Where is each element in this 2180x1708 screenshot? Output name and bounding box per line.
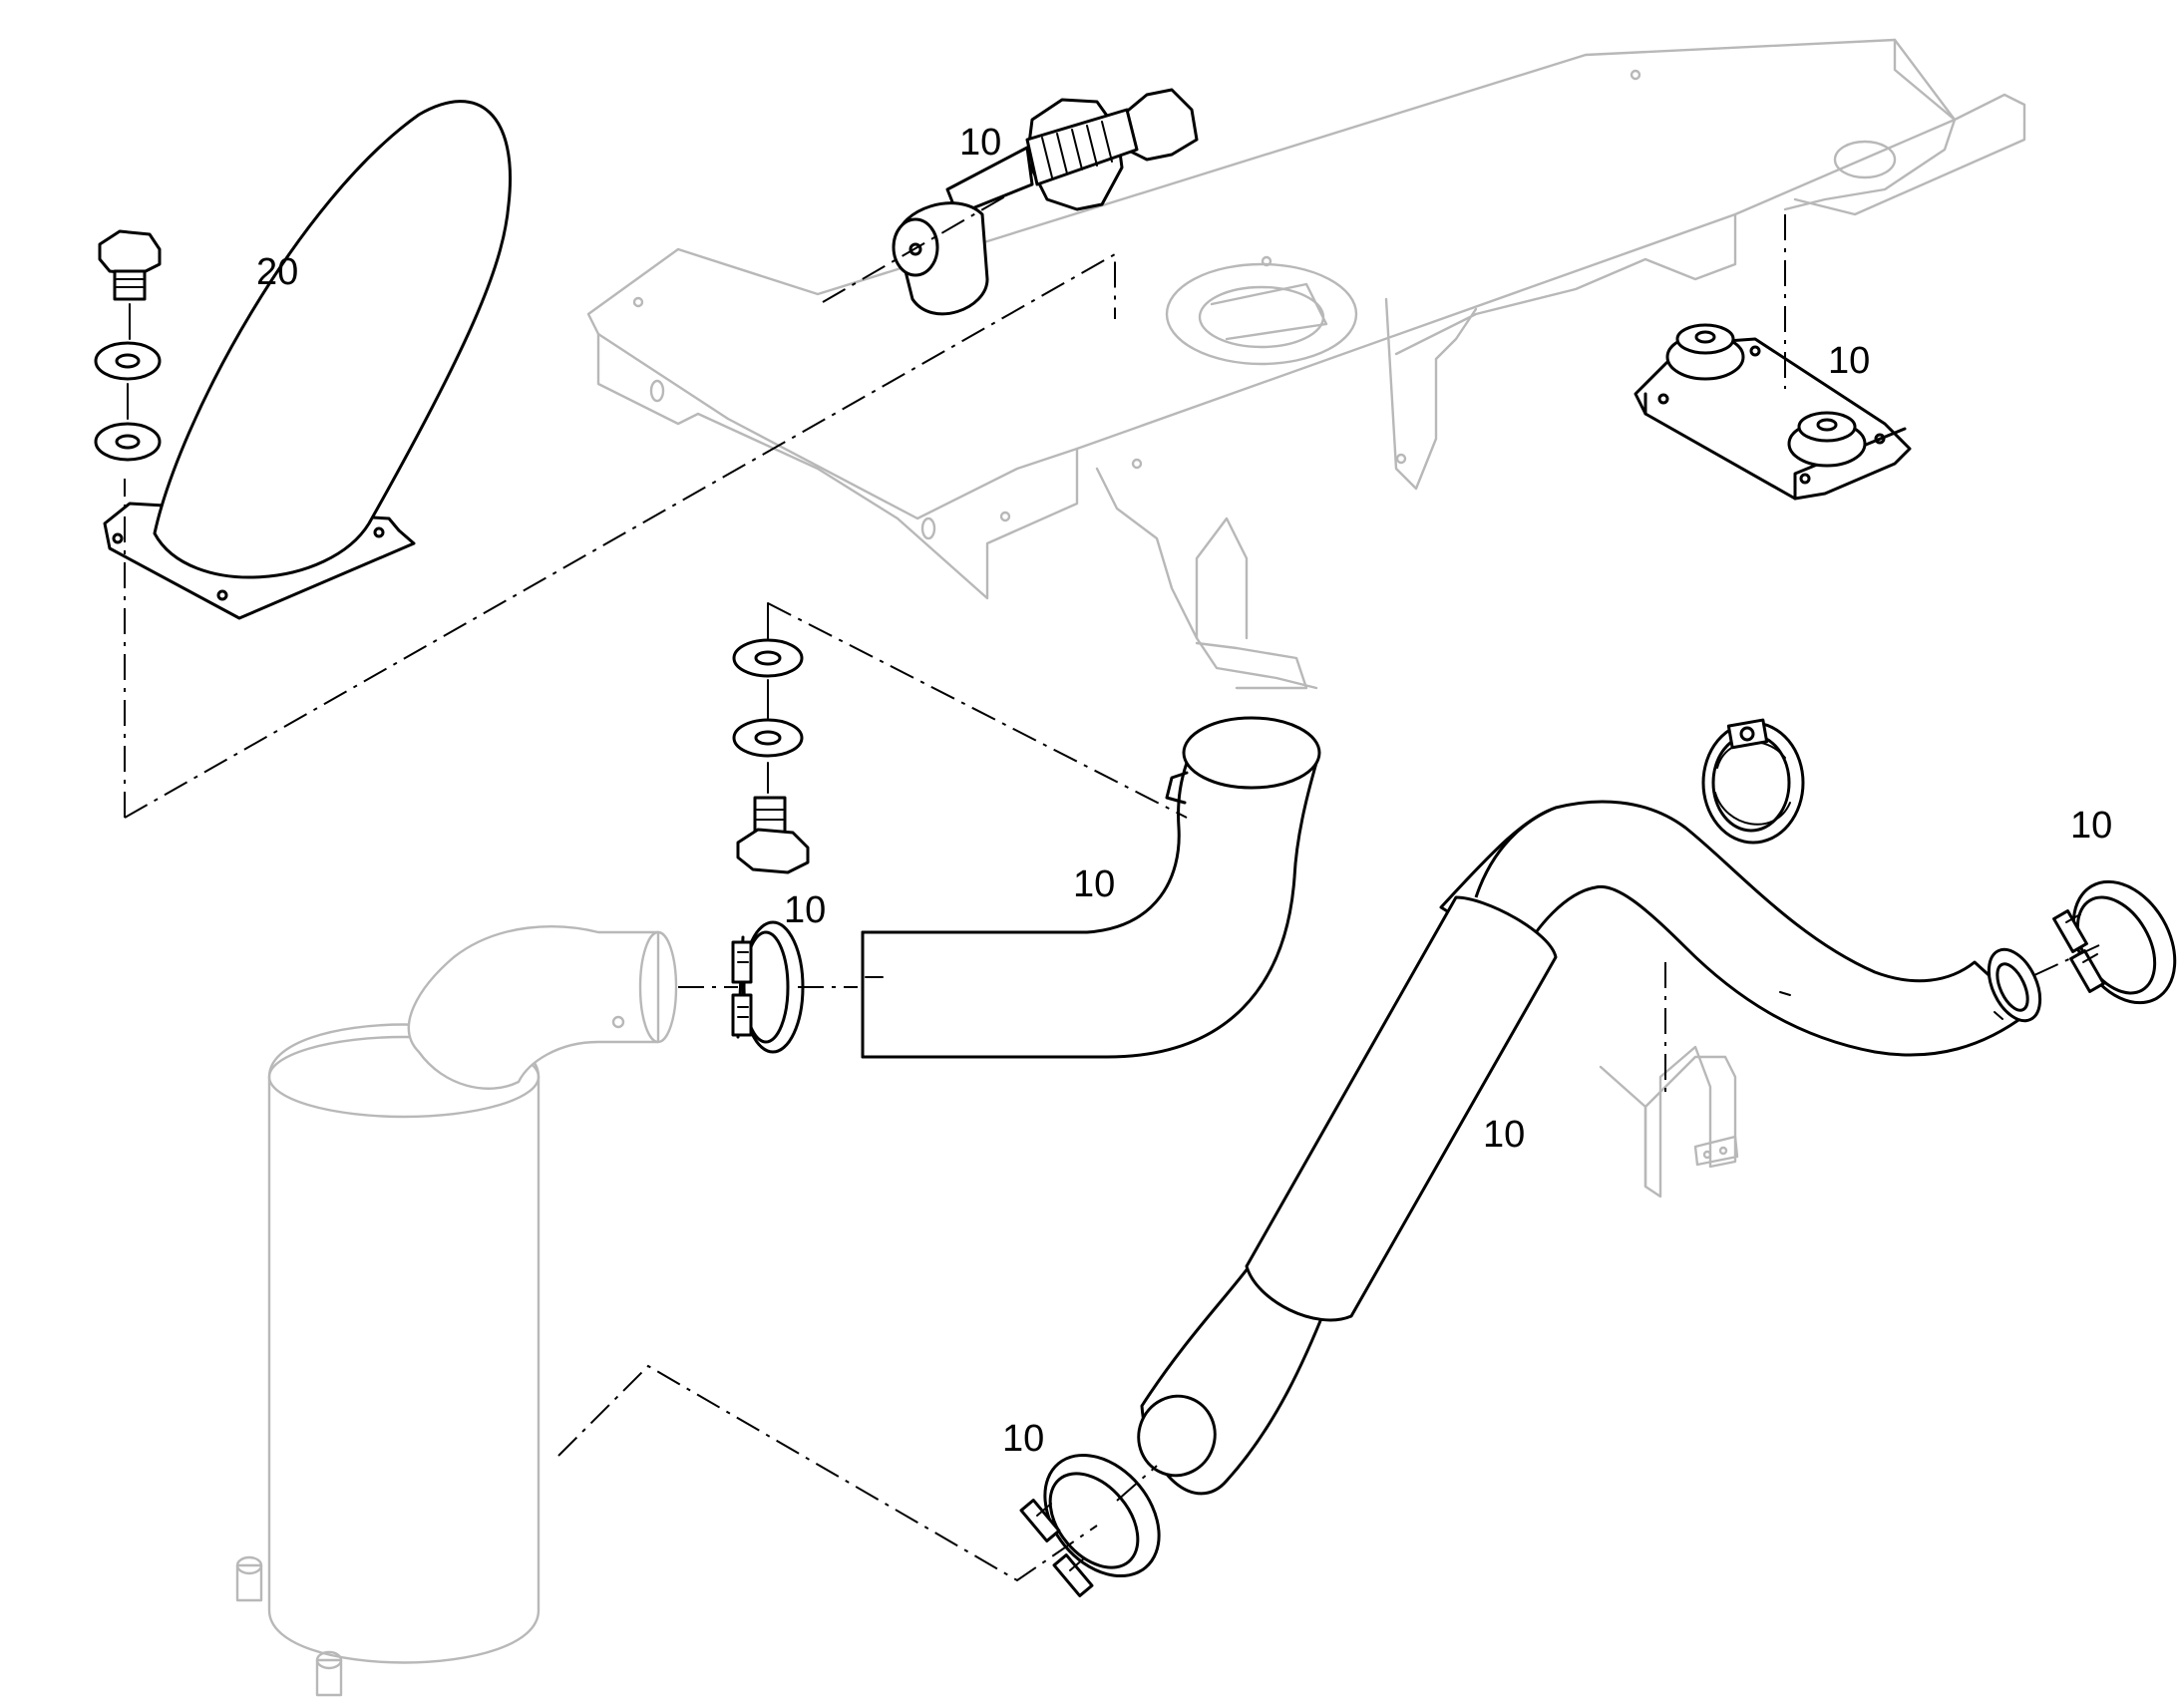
main-silencer [235,925,678,1697]
bolt-and-washers-middle [732,602,810,874]
callout-upper-pipe: 10 [1073,863,1115,905]
tail-clamp-right [2052,879,2177,1005]
callout-bolt-spacer: 10 [959,122,1001,164]
upper-clamp [731,920,805,1054]
tailpipe-20 [103,100,512,620]
callout-labels: 20 10 10 10 10 10 10 10 [256,122,2112,1460]
callout-tail-clamp: 10 [2070,805,2112,847]
callout-tailpipe: 20 [256,251,298,293]
rear-hanger-bracket [1599,1045,1739,1198]
hose-clamp-band [1701,718,1805,845]
rear-silencer-pipe [1137,800,2042,1496]
rubber-mount-plate [1634,323,1912,501]
lower-clamp [1019,1453,1161,1597]
callout-lower-clamp: 10 [1002,1418,1044,1460]
bolt-and-washers-left [94,229,162,462]
upper-pipe-bend [861,716,1321,1059]
bolt-and-spacer [892,88,1199,316]
chassis-frame [586,38,2026,690]
assembly-guide-lines [124,188,2100,1582]
callout-rubber-mount: 10 [1828,340,1870,382]
callout-rear-silencer: 10 [1483,1114,1525,1156]
callout-upper-clamp: 10 [784,889,826,931]
